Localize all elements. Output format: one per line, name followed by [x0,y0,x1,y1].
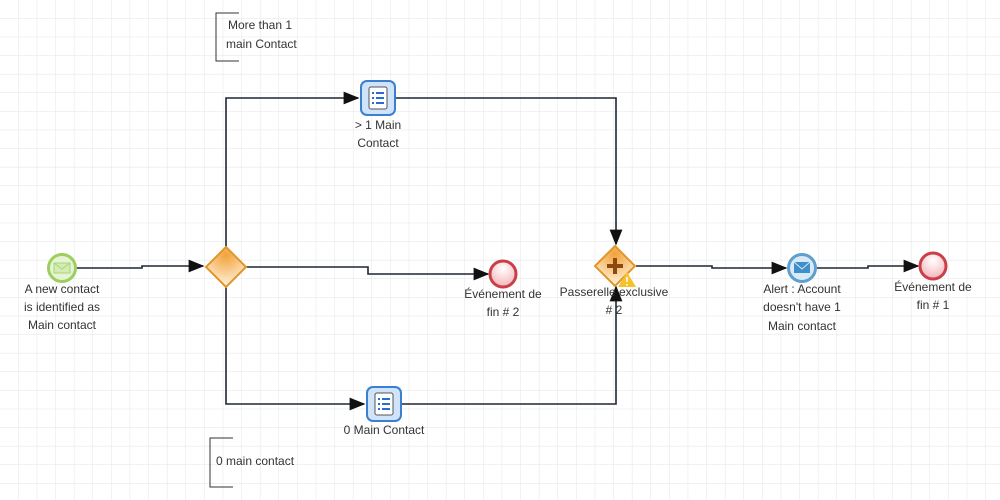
svg-text:A new contact: A new contact [25,282,100,296]
end-event-1[interactable]: Événement de fin # 1 [894,251,972,312]
svg-text:0 main contact: 0 main contact [216,454,295,468]
svg-text:More than 1: More than 1 [228,18,292,32]
svg-text:Passerelle exclusive: Passerelle exclusive [560,285,669,299]
task-list-icon [374,392,394,416]
svg-text:fin # 1: fin # 1 [917,298,950,312]
svg-text:# 2: # 2 [606,303,623,317]
parallel-gateway-2[interactable]: Passerelle exclusive # 2 [560,244,669,317]
svg-text:Événement de: Événement de [464,286,542,301]
envelope-icon [794,262,810,273]
svg-text:doesn't have 1: doesn't have 1 [763,300,841,314]
task-more-than-1-main-contact[interactable]: > 1 Main Contact [355,80,401,150]
exclusive-gateway-1[interactable] [204,245,248,289]
sequence-flows[interactable] [76,91,920,411]
task-0-main-contact[interactable]: 0 Main Contact [344,386,425,437]
plus-icon [607,258,623,274]
end-event-2[interactable]: Événement de fin # 2 [464,259,542,319]
envelope-icon [53,262,71,274]
start-event[interactable]: A new contact is identified as Main cont… [24,253,100,333]
warning-icon [618,272,636,287]
task-list-icon [368,86,388,110]
svg-text:Main contact: Main contact [768,319,837,333]
svg-text:is identified as: is identified as [24,300,100,314]
svg-text:Contact: Contact [357,136,399,150]
svg-text:Événement de: Événement de [894,279,972,294]
svg-text:Alert : Account: Alert : Account [763,282,841,296]
svg-text:> 1 Main: > 1 Main [355,118,401,132]
svg-text:main Contact: main Contact [226,37,297,51]
svg-text:fin # 2: fin # 2 [487,305,520,319]
svg-text:Main contact: Main contact [28,318,97,332]
svg-text:0 Main Contact: 0 Main Contact [344,423,425,437]
annotation-0-main-contact[interactable]: 0 main contact [209,437,295,488]
annotation-more-than-1[interactable]: More than 1 main Contact [215,12,297,62]
message-alert-event[interactable]: Alert : Account doesn't have 1 Main cont… [763,253,841,334]
